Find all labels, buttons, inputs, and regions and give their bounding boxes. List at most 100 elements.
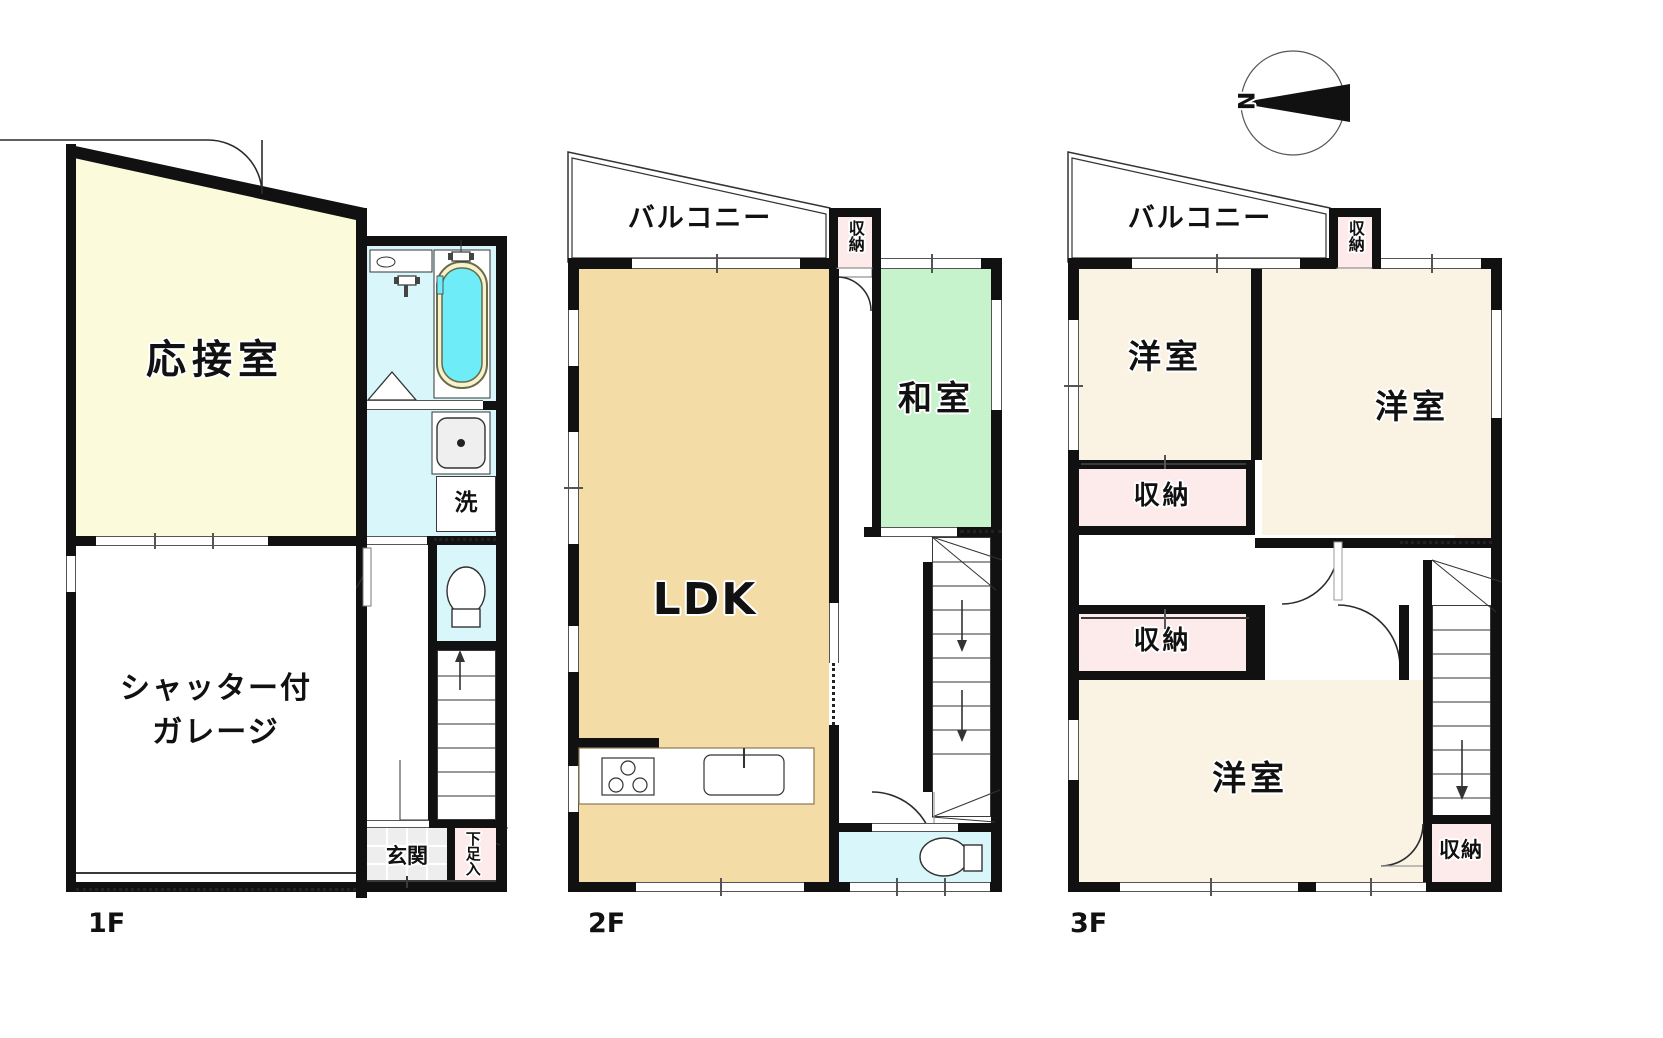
closet-3f-corner-label: 収納 (1439, 838, 1483, 862)
washroom-opening-dash (434, 538, 496, 541)
western-room-3-label: 洋室 (1212, 759, 1288, 799)
wall-1f-shoe-left (447, 828, 455, 882)
closet-3f-balcony-label: 収納 (1345, 220, 1365, 252)
wall-3f-closet-lower-bottom (1068, 671, 1255, 680)
floor-label-1f: 1F (88, 908, 126, 939)
wall-2f-right (991, 258, 1002, 892)
bath-door[interactable] (367, 400, 483, 410)
closet-3f-lower-label: 収納 (1133, 626, 1192, 656)
toilet-1f[interactable] (437, 545, 496, 641)
ldk-window-left-4[interactable] (568, 766, 579, 812)
garage-floor-line (76, 872, 356, 874)
reception-window-bottom[interactable] (96, 536, 268, 546)
wall-2f-stair-left (923, 562, 932, 792)
garage-label-line2: ガレージ (152, 715, 280, 750)
closet-3f-lower[interactable] (1079, 614, 1246, 671)
floor-plan-3f: N バルコニー 洋室 収納 洋室 収納 (1040, 0, 1663, 1038)
wall-2f-closet-top (829, 208, 881, 217)
wall-2f-kitchen-stub (579, 738, 659, 748)
ldk-window-left-3[interactable] (568, 626, 579, 672)
wall-3f-left (1068, 258, 1079, 892)
window-tick (931, 254, 933, 273)
closet-2f[interactable] (837, 216, 872, 268)
floor-label-2f: 2F (588, 908, 626, 939)
western-room-2-label: 洋室 (1375, 387, 1449, 426)
window-tick (720, 878, 722, 896)
window-tick (1431, 254, 1433, 273)
wall-3f-closet-right (1372, 208, 1381, 268)
floor-plan-2f: バルコニー LDK 収納 和室 (540, 0, 1080, 1038)
ldk-label: LDK (652, 574, 758, 625)
floor-plan-1f: 応接室 洗 (0, 0, 540, 1038)
toilet-2f-window-bottom[interactable] (850, 882, 990, 892)
washer-space (436, 476, 496, 532)
entrance-step-line (367, 880, 496, 882)
wall-1f-toilet-left (428, 545, 437, 641)
stairs-1f (437, 650, 496, 820)
garage-shutter (76, 888, 356, 891)
room3-window-left[interactable] (1068, 720, 1079, 780)
closet-door-tick (1164, 455, 1166, 475)
balcony-3f-label: バルコニー (1127, 203, 1273, 234)
wall-1f-bottom (66, 882, 507, 892)
wall-2f-ldk-right (829, 269, 839, 538)
window-tick (564, 487, 583, 489)
wall-3f-corner-closet-top (1423, 815, 1502, 824)
bathroom[interactable] (367, 246, 496, 401)
wall-1f-stair-left (428, 650, 437, 820)
wall-1f-reception-right (356, 208, 367, 898)
wall-3f-closet-top (1329, 208, 1381, 217)
window-tick (896, 878, 898, 896)
ldk-hall-door[interactable] (829, 603, 839, 663)
garage[interactable] (76, 545, 356, 882)
stairs-3f (1432, 605, 1491, 821)
washroom-label: 洗 (454, 490, 478, 516)
wall-2f-left (568, 258, 579, 892)
room2-window-right[interactable] (1491, 310, 1502, 418)
window-tick (1210, 878, 1212, 896)
ldk-hall-dash (832, 663, 835, 725)
room3-window-bottom[interactable] (1120, 882, 1298, 892)
garage-window-left[interactable] (66, 556, 76, 592)
wall-1f-washroom-bottom (356, 536, 507, 545)
wall-2f-washitsu-left (872, 269, 881, 527)
room2-opening-dash (1400, 541, 1492, 544)
window-tick (154, 533, 156, 549)
toilet-2f-door[interactable] (872, 823, 958, 832)
closet-3f-upper-label: 収納 (1133, 481, 1192, 511)
wall-3f-room3-right-upper (1255, 605, 1265, 680)
western-room-1-label: 洋室 (1128, 337, 1202, 376)
wall-2f-closet-left (829, 208, 838, 268)
shoe-closet[interactable] (455, 828, 496, 882)
wall-3f-stair-left (1423, 560, 1432, 822)
western-room-1[interactable] (1079, 269, 1251, 460)
wall-2f-hall-left-b (829, 725, 839, 892)
wall-3f-room1-right (1251, 269, 1262, 460)
wall-1f-right (496, 236, 507, 892)
washroom-door[interactable] (367, 536, 427, 545)
window-tick (716, 254, 718, 273)
wall-1f-wet-top (356, 236, 507, 246)
entrance-hall-sill[interactable] (367, 820, 429, 828)
stairs-2f (932, 537, 991, 817)
closet-3f-corner[interactable] (1432, 824, 1491, 882)
floor-label-3f: 3F (1070, 908, 1108, 939)
wall-1f-left (66, 144, 76, 892)
entrance-step-tick (406, 876, 408, 888)
closet-2f-label: 収納 (845, 220, 865, 252)
wall-3f-closet-left (1329, 208, 1338, 268)
washitsu-window-right[interactable] (991, 300, 1002, 410)
ldk-window-left-1[interactable] (568, 310, 579, 366)
window-tick (1216, 254, 1218, 273)
closet-3f-upper[interactable] (1079, 469, 1246, 526)
wall-3f-corner-closet-left (1423, 824, 1432, 882)
wall-3f-closet-upper-right (1246, 460, 1255, 535)
window-tick (212, 533, 214, 549)
toilet-2f[interactable] (839, 832, 991, 882)
wall-2f-hall-left-a (829, 537, 839, 603)
washitsu-door[interactable] (881, 527, 957, 537)
western-room-2[interactable] (1262, 269, 1491, 538)
wall-3f-stair-right-band (1423, 560, 1432, 580)
closet-3f-balcony[interactable] (1337, 216, 1372, 268)
japanese-room[interactable] (881, 269, 991, 527)
